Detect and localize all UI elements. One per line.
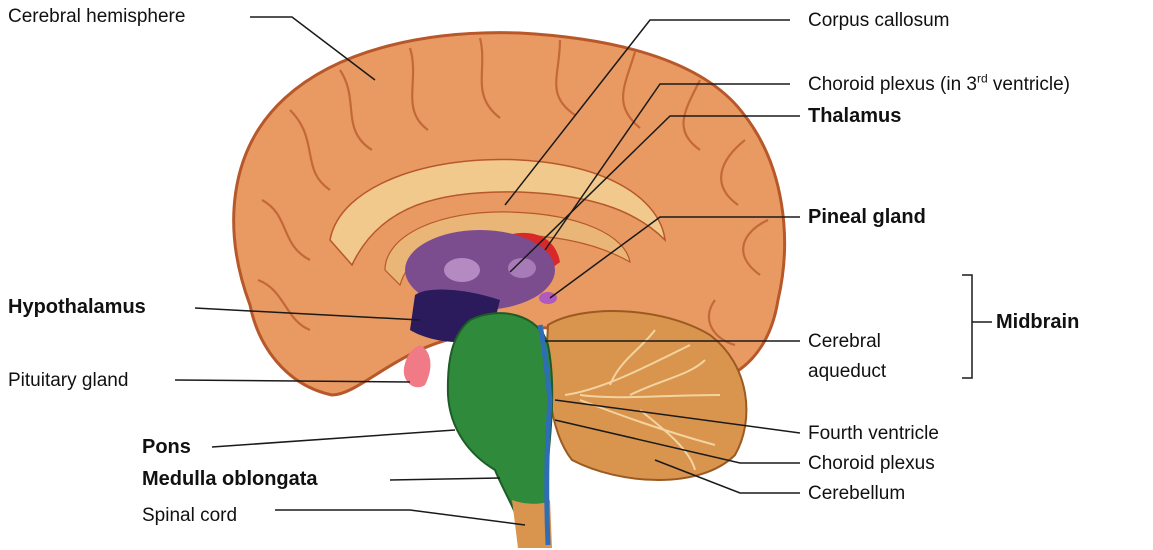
label-medulla-oblongata: Medulla oblongata [142,468,318,490]
leader-hypothalamus [195,308,420,320]
leader-medulla [390,478,500,480]
label-cerebral-hemisphere: Cerebral hemisphere [8,6,185,28]
leader-choroid-plexus [555,420,800,463]
label-fourth-ventricle: Fourth ventricle [808,423,939,445]
label-choroid-plexus-3rd-b: ventricle) [988,74,1070,95]
label-pituitary-gland: Pituitary gland [8,370,128,392]
label-spinal-cord: Spinal cord [142,505,237,527]
label-midbrain: Midbrain [996,311,1079,333]
midbrain-bracket [962,275,992,378]
label-choroid-plexus-3rd-sup: rd [977,72,988,86]
leader-pons [212,430,455,447]
label-choroid-plexus: Choroid plexus [808,453,935,475]
leader-corpus-callosum [505,20,790,205]
label-cerebral-aqueduct-1: Cerebral [808,331,881,353]
label-choroid-plexus-3rd-a: Choroid plexus (in 3 [808,74,977,95]
leader-pineal [550,217,800,298]
label-pons: Pons [142,436,191,458]
leader-thalamus [510,116,800,272]
label-hypothalamus: Hypothalamus [8,296,146,318]
label-cerebellum: Cerebellum [808,483,905,505]
label-thalamus: Thalamus [808,105,901,127]
leader-cerebellum [655,460,800,493]
label-choroid-plexus-3rd: Choroid plexus (in 3rd ventricle) [808,74,1070,96]
leader-cerebral-hemisphere [250,17,375,80]
leader-spinal-cord [275,510,525,525]
leader-choroid-3rd [545,84,790,250]
label-corpus-callosum: Corpus callosum [808,10,950,32]
label-pineal-gland: Pineal gland [808,206,926,228]
label-cerebral-aqueduct-2: aqueduct [808,361,886,383]
leader-pituitary [175,380,410,382]
